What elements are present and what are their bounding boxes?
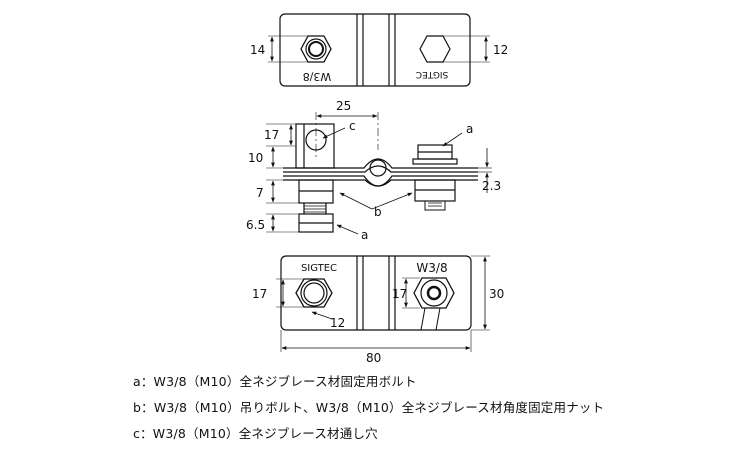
side-view-callout-c: c: [349, 119, 356, 133]
bottom-view-dim-center: 17: [392, 287, 407, 301]
side-view-dim-6-5: 6.5: [246, 218, 265, 232]
top-view-body: [279, 13, 471, 87]
side-view-dim-17: 17: [264, 128, 279, 142]
bottom-view: [276, 255, 490, 352]
top-view: [268, 13, 490, 87]
side-view-callout-a-bottom: a: [361, 228, 368, 242]
top-view-engraving-left: W3/8: [303, 70, 332, 83]
legend-item-b: b：W3/8（M10）吊りボルト、W3/8（M10）全ネジブレース材角度固定用ナ…: [133, 400, 605, 415]
top-view-engraving-right: SIGTEC: [416, 69, 449, 79]
bottom-view-right-nut: [413, 277, 455, 331]
bottom-view-engraving-right: W3/8: [416, 261, 447, 275]
top-view-right-nut: [419, 35, 451, 63]
bottom-view-dim-height: 30: [489, 287, 504, 301]
side-view-callout-b: b: [374, 205, 382, 219]
top-view-dim-right: 12: [493, 43, 508, 57]
top-view-left-bolt: [300, 35, 332, 63]
side-view-callout-a-top: a: [466, 122, 473, 136]
bottom-view-dim-width: 80: [366, 351, 381, 365]
side-view: [266, 112, 492, 235]
legend-item-a: a：W3/8（M10）全ネジブレース材固定用ボルト: [133, 374, 417, 389]
side-view-dim-2-3: 2.3: [482, 179, 501, 193]
side-view-dim-7: 7: [256, 186, 264, 200]
side-view-dim-25: 25: [336, 99, 351, 113]
side-view-top-plate: [283, 158, 478, 169]
bottom-view-dim-bolt: 12: [330, 316, 345, 330]
bottom-view-engraving-left: SIGTEC: [301, 263, 337, 274]
bottom-view-body: [280, 255, 472, 331]
legend-item-c: c：W3/8（M10）全ネジブレース材通し穴: [133, 426, 378, 441]
side-view-dim-10: 10: [248, 151, 263, 165]
bottom-view-left-nut: [295, 278, 333, 308]
top-view-dim-left: 14: [250, 43, 265, 57]
bottom-view-dim-left: 17: [252, 287, 267, 301]
